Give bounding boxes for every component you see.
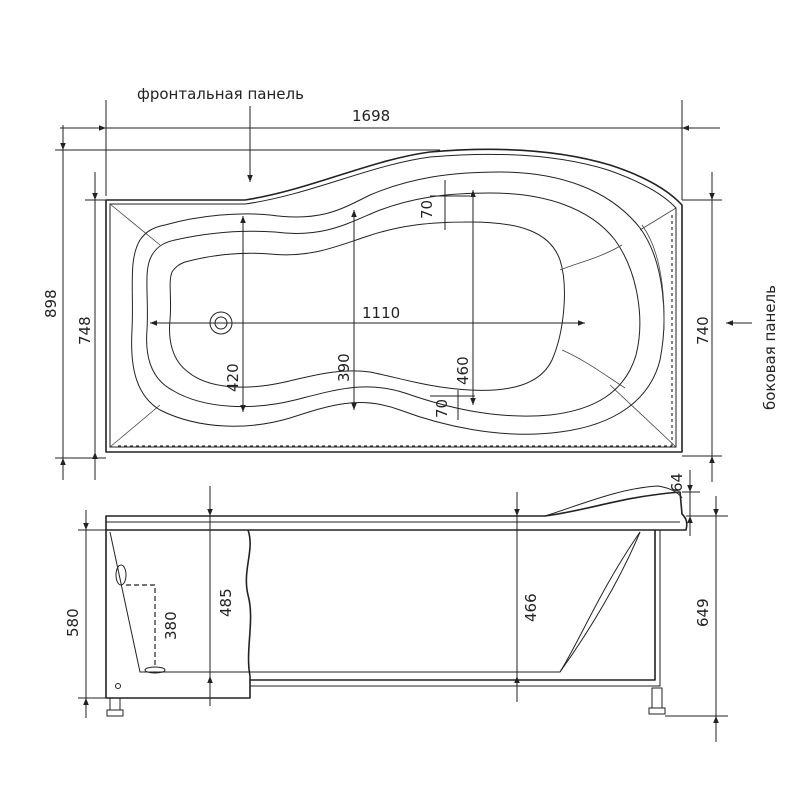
drain-pipe bbox=[126, 584, 156, 665]
left-foot-base bbox=[106, 709, 124, 717]
side-rim-rise bbox=[544, 485, 683, 517]
side-bowl-curve bbox=[559, 531, 641, 673]
dim-depth-left: 485 bbox=[217, 588, 235, 617]
side-view: 485 466 580 380 649 64 bbox=[64, 470, 728, 742]
dim-rim-rise: 64 bbox=[668, 473, 686, 492]
dim-depth-outer: 580 bbox=[64, 608, 82, 637]
side-marker bbox=[115, 683, 121, 689]
bevel-line bbox=[109, 203, 161, 246]
shoulder-line bbox=[641, 224, 665, 331]
tub-basin-floor bbox=[169, 221, 565, 391]
right-foot bbox=[651, 687, 663, 709]
dim-rim-top: 70 bbox=[418, 200, 436, 219]
tub-rim-dotted-edge bbox=[118, 212, 673, 447]
dim-inner-width-middle: 390 bbox=[335, 353, 353, 382]
bevel-line bbox=[609, 384, 677, 448]
dim-depth-right: 466 bbox=[522, 593, 540, 622]
shoulder-line bbox=[559, 244, 623, 271]
bevel-line bbox=[109, 404, 161, 448]
front-panel-label: фронтальная панель bbox=[137, 85, 304, 103]
side-right-frame bbox=[250, 530, 656, 681]
right-foot-base bbox=[648, 707, 666, 715]
side-rim-slab bbox=[105, 491, 688, 531]
overflow-hole bbox=[115, 564, 127, 586]
drain-outlet bbox=[144, 666, 166, 674]
dim-right-width: 740 bbox=[694, 316, 712, 345]
tub-bowl-middle-contour bbox=[131, 171, 665, 435]
dim-rim-width: 748 bbox=[76, 316, 94, 345]
bevel-line bbox=[639, 207, 677, 231]
dim-inner-width-left: 420 bbox=[224, 363, 242, 392]
dim-total-height: 649 bbox=[694, 598, 712, 627]
side-left-panel bbox=[105, 529, 252, 699]
side-right-frame-inner bbox=[250, 530, 661, 687]
tub-bowl-inner-contour bbox=[146, 192, 641, 417]
top-view: 1110 420 390 460 70 70 1698 фронтальная … bbox=[42, 85, 779, 482]
shoulder-line bbox=[561, 349, 626, 389]
dim-rim-bottom: 70 bbox=[433, 399, 451, 418]
dim-overall-length: 1698 bbox=[352, 107, 390, 125]
tub-outer-rim bbox=[105, 148, 683, 453]
dim-inner-length: 1110 bbox=[362, 304, 400, 322]
side-bowl-wall bbox=[109, 531, 641, 673]
dim-inner-width-right: 460 bbox=[454, 356, 472, 385]
left-foot bbox=[109, 697, 121, 711]
dim-drain-height: 380 bbox=[162, 611, 180, 640]
tub-rim-inner-line bbox=[109, 153, 677, 448]
side-panel-label: боковая панель bbox=[761, 285, 779, 410]
dim-overall-width: 898 bbox=[42, 289, 60, 318]
